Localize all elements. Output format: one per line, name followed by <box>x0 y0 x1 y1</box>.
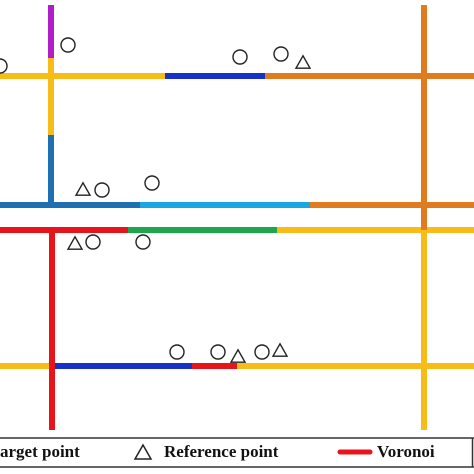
legend-box <box>0 437 474 468</box>
target-point-marker <box>232 49 248 65</box>
reference-point-marker <box>271 342 289 357</box>
target-point-marker <box>94 182 110 198</box>
legend-reference-label: Reference point <box>164 442 279 461</box>
target-point-marker <box>0 58 8 74</box>
reference-point-marker <box>229 348 247 363</box>
target-point-marker <box>169 344 185 360</box>
point-markers <box>0 37 312 363</box>
target-point-marker <box>60 37 76 53</box>
target-point-marker <box>254 344 270 360</box>
reference-point-marker <box>294 54 312 69</box>
reference-point-marker <box>66 235 84 250</box>
target-point-marker <box>210 344 226 360</box>
road-segments <box>0 5 474 430</box>
legend-target-label: arget point <box>0 442 80 461</box>
target-point-marker <box>85 234 101 250</box>
target-point-marker <box>144 175 160 191</box>
reference-point-marker <box>74 181 92 196</box>
legend-voronoi-label: Voronoi <box>377 442 435 461</box>
target-point-marker <box>273 46 289 62</box>
target-point-marker <box>135 234 151 250</box>
legend-reference-symbol <box>133 443 153 460</box>
